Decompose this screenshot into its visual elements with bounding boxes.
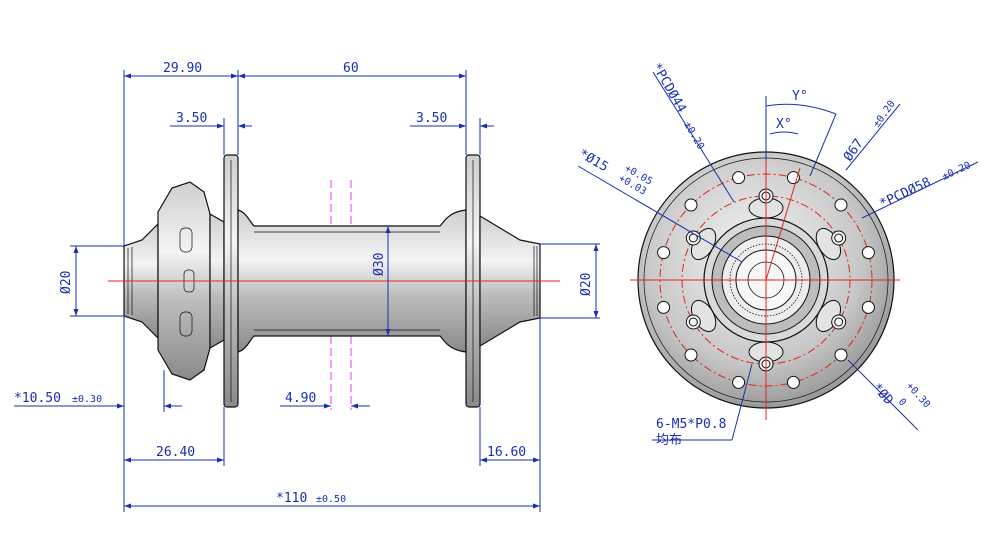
spoke-hole [786, 375, 800, 389]
label-thread-2: 均布 [656, 433, 682, 448]
spoke-hole [861, 300, 875, 314]
dim-3-50-left: 3.50 [176, 111, 207, 126]
dim-110: *110 [276, 491, 307, 506]
spoke-hole [732, 375, 746, 389]
spoke-hole [834, 198, 848, 212]
label-spoke-hole-tol-zero: 0 [896, 397, 908, 409]
bolt-hole [688, 317, 698, 327]
bolt-holes [685, 188, 847, 372]
bolt-hole [831, 230, 847, 246]
dim-60: 60 [343, 61, 359, 76]
dim-16-60: 16.60 [487, 445, 526, 460]
spoke-hole [684, 348, 698, 362]
bolt-hole [685, 314, 701, 330]
label-pcd44: *PCDØ44 [649, 61, 689, 116]
spoke-holes [657, 171, 875, 389]
dim-10-50-tol: ±0.30 [72, 394, 102, 405]
label-pcd58: *PCDØ58 [877, 175, 933, 212]
hub-side-view [630, 140, 900, 420]
bolt-hole [831, 314, 847, 330]
label-pcd58-tol: ±0.20 [941, 160, 973, 183]
label-spoke-hole-tol-plus: +0.30 [904, 381, 932, 411]
dim-dia-30: Ø30 [372, 253, 387, 276]
label-thread: 6-M5*P0.8 [656, 417, 726, 432]
spoke-hole [657, 300, 671, 314]
spoke-hole [657, 246, 671, 260]
bolt-hole [834, 233, 844, 243]
dim-dia-20-left: Ø20 [59, 271, 74, 294]
dim-10-50: *10.50 [14, 391, 61, 406]
label-bore-15: *Ø15 [576, 146, 611, 175]
dim-26-40: 26.40 [156, 445, 195, 460]
spoke-hole [861, 246, 875, 260]
label-dia-67: Ø67 [841, 136, 867, 164]
spoke-hole [684, 198, 698, 212]
front-view-dimensions: 29.90 60 3.50 3.50 Ø20 Ø20 Ø30 *10.50 [14, 61, 600, 512]
dim-29-90: 29.90 [163, 61, 202, 76]
dim-dia-20-right: Ø20 [579, 273, 594, 296]
spoke-hole [732, 171, 746, 185]
label-dia-67-tol: ±0.20 [871, 99, 897, 130]
dim-3-50-right: 3.50 [416, 111, 447, 126]
dim-4-90: 4.90 [285, 391, 316, 406]
label-angle-y: Y° [792, 89, 808, 104]
label-angle-x: X° [776, 117, 792, 132]
dim-110-tol: ±0.50 [316, 494, 346, 505]
hub-front-view [108, 154, 560, 410]
bolt-hole [834, 317, 844, 327]
label-pcd44-tol: ±0.20 [681, 120, 706, 152]
spoke-hole [834, 348, 848, 362]
